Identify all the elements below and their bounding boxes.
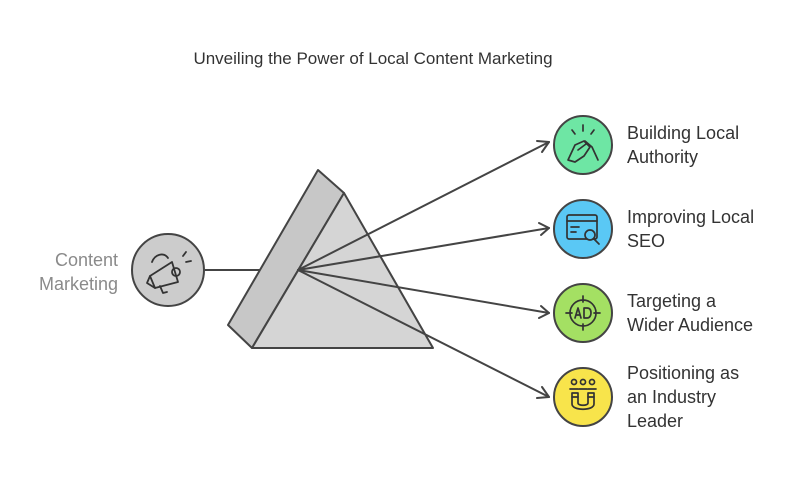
- output-label-4-line-1: Positioning as: [627, 363, 740, 383]
- ray-1: [297, 141, 550, 271]
- output-node-2: [553, 199, 613, 259]
- output-label-1: Building Local Authority: [627, 121, 739, 169]
- handshake-icon: [567, 124, 599, 163]
- ray-2-arrowhead: [538, 222, 550, 236]
- ray-1-arrowhead: [536, 140, 550, 153]
- megaphone-icon: [146, 251, 192, 294]
- output-label-4: Positioning as an Industry Leader: [627, 361, 739, 433]
- output-label-1-line-1: Building Local: [627, 123, 740, 143]
- output-label-2-line-1: Improving Local: [627, 207, 755, 227]
- input-node: [131, 233, 205, 307]
- output-label-3-line-1: Targeting a: [627, 291, 717, 311]
- output-label-2: Improving Local SEO: [627, 205, 754, 253]
- output-label-1-line-2: Authority: [627, 147, 699, 167]
- ray-4-arrowhead: [536, 386, 550, 399]
- ray-3-arrowhead: [538, 305, 550, 319]
- output-label-4-line-2: an Industry: [627, 387, 717, 407]
- input-label-line-1: Content: [54, 250, 118, 270]
- prism: [227, 169, 434, 349]
- browser-search-icon: [566, 214, 600, 245]
- diagram-title: Unveiling the Power of Local Content Mar…: [193, 49, 553, 68]
- magnet-people-icon: [569, 378, 597, 411]
- ray-2: [297, 227, 550, 271]
- ray-4: [297, 269, 550, 398]
- output-label-4-line-3: Leader: [627, 411, 684, 431]
- ray-3: [297, 269, 550, 314]
- input-label-line-2: Marketing: [38, 274, 118, 294]
- output-node-3: [553, 283, 613, 343]
- input-label: Content Marketing: [39, 248, 118, 296]
- output-label-3: Targeting a Wider Audience: [627, 289, 753, 337]
- output-node-4: [553, 367, 613, 427]
- ad-target-icon: [565, 295, 601, 331]
- output-label-3-line-2: Wider Audience: [627, 315, 754, 335]
- output-label-2-line-2: SEO: [627, 231, 666, 251]
- output-rays: [297, 140, 550, 399]
- output-node-1: [553, 115, 613, 175]
